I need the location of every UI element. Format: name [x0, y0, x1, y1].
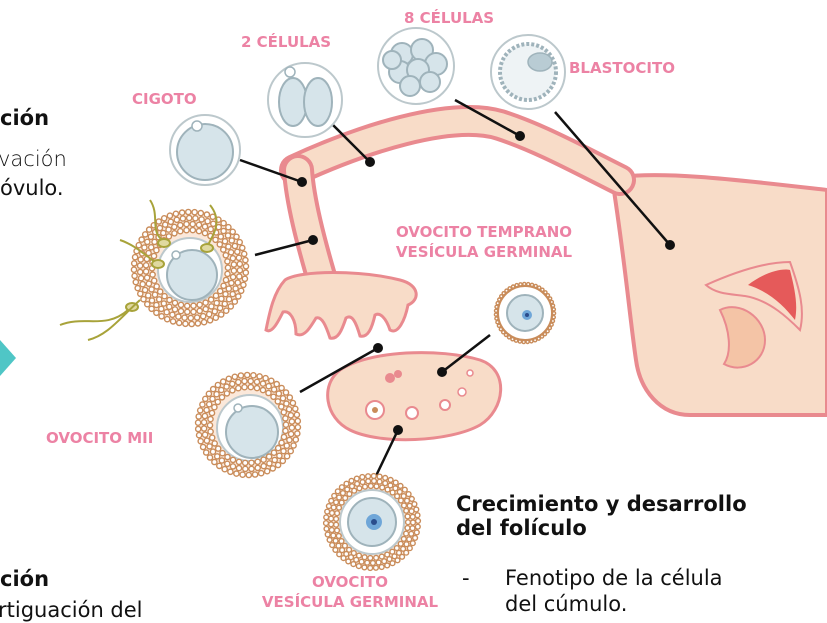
right-heading-line2: del folículo	[456, 516, 587, 540]
label-8-celulas: 8 CÉLULAS	[404, 8, 494, 28]
label-ovocito-temprano-line2: VESÍCULA GERMINAL	[364, 242, 604, 262]
cigoto-cell	[170, 115, 240, 185]
teal-arrow-icon	[0, 340, 16, 376]
label-blastocito: BLASTOCITO	[569, 58, 675, 78]
label-ovocito-vg: OVOCITO VESÍCULA GERMINAL	[260, 572, 440, 612]
two-cell-embryo	[268, 63, 342, 137]
right-heading-line1: Crecimiento y desarrollo	[456, 492, 747, 516]
label-ovocito-vg-line1: OVOCITO	[260, 572, 440, 592]
eight-cell-embryo	[378, 28, 454, 104]
bullet-dash: -	[462, 566, 470, 590]
label-ovocito-temprano: OVOCITO TEMPRANO VESÍCULA GERMINAL	[364, 222, 604, 262]
left-text-line1: vación	[0, 147, 67, 171]
left-text-line2: óvulo.	[0, 176, 64, 200]
bullet-line2: del cúmulo.	[505, 592, 627, 616]
left-text-line3: rtiguación del	[0, 598, 143, 622]
label-ovocito-vg-line2: VESÍCULA GERMINAL	[260, 592, 440, 612]
left-heading-top: ción	[0, 106, 49, 130]
ovary	[328, 353, 501, 440]
label-2-celulas: 2 CÉLULAS	[241, 32, 331, 52]
label-ovocito-temprano-line1: OVOCITO TEMPRANO	[364, 222, 604, 242]
label-ovocito-mii: OVOCITO MII	[46, 428, 153, 448]
bullet-line1: Fenotipo de la célula	[505, 566, 723, 590]
left-heading-bottom: ción	[0, 567, 49, 591]
blastocyst	[491, 35, 565, 109]
label-cigoto: CIGOTO	[132, 89, 197, 109]
fimbriae	[266, 273, 416, 339]
